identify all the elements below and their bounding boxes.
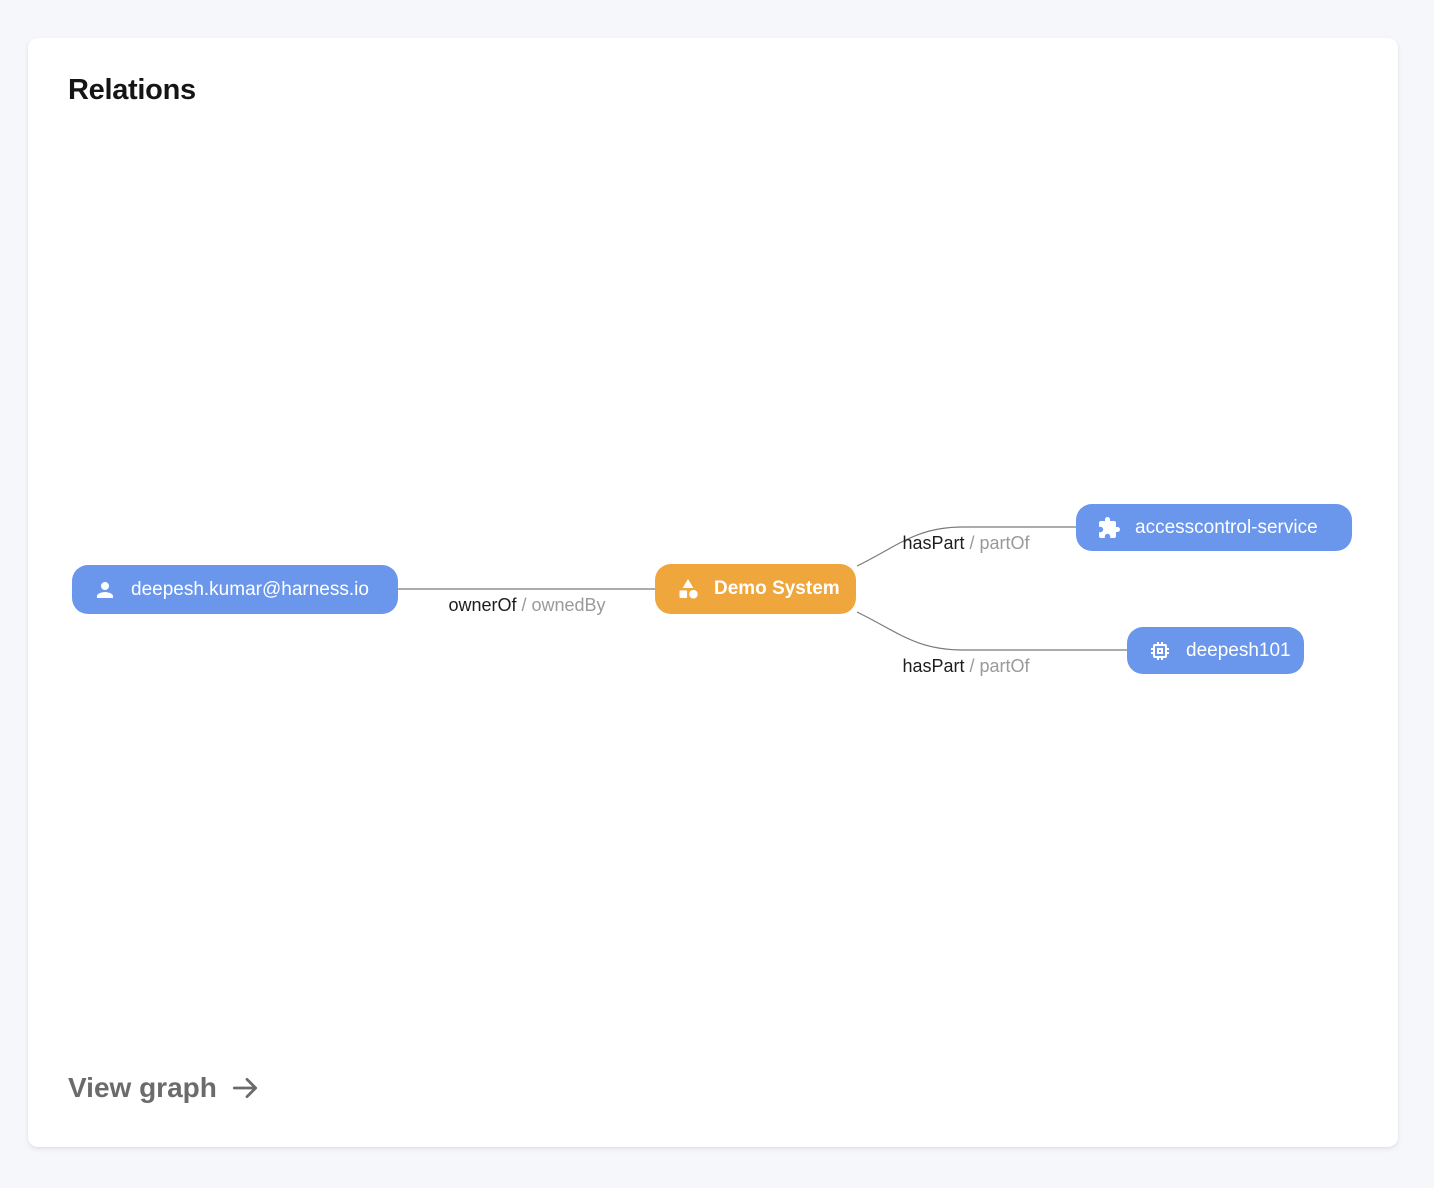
edge-line-haspart-bottom bbox=[856, 611, 1127, 651]
relations-card: Relations deepesh.kumar@harness.io Demo … bbox=[28, 38, 1398, 1147]
node-label: Demo System bbox=[714, 578, 840, 599]
node-label: deepesh101 bbox=[1186, 639, 1291, 661]
inverse-relation-text: partOf bbox=[979, 533, 1030, 553]
category-icon bbox=[676, 577, 700, 601]
memory-icon bbox=[1148, 639, 1172, 663]
edge-label-haspart-top: hasPart / partOf bbox=[902, 532, 1029, 555]
node-label: deepesh.kumar@harness.io bbox=[131, 578, 369, 600]
relation-separator: / bbox=[964, 656, 980, 676]
edge-label-haspart-bottom: hasPart / partOf bbox=[902, 655, 1029, 678]
relation-separator: / bbox=[964, 533, 980, 553]
relations-edges bbox=[398, 526, 1127, 651]
edge-line-haspart-top bbox=[856, 526, 1077, 567]
person-icon bbox=[93, 578, 117, 602]
relation-separator: / bbox=[516, 595, 532, 615]
inverse-relation-text: ownedBy bbox=[531, 595, 606, 615]
arrow-right-icon bbox=[229, 1072, 261, 1104]
extension-icon bbox=[1097, 516, 1121, 540]
card-title: Relations bbox=[68, 74, 196, 106]
edge-label-owner: ownerOf / ownedBy bbox=[448, 594, 605, 617]
node-deepesh101[interactable]: deepesh101 bbox=[1127, 627, 1304, 674]
view-graph-link[interactable]: View graph bbox=[68, 1072, 261, 1104]
node-user[interactable]: deepesh.kumar@harness.io bbox=[72, 565, 398, 614]
node-accesscontrol-service[interactable]: accesscontrol-service bbox=[1076, 504, 1352, 551]
view-graph-label: View graph bbox=[68, 1072, 217, 1103]
node-demo-system[interactable]: Demo System bbox=[655, 564, 856, 614]
node-label: accesscontrol-service bbox=[1135, 516, 1318, 538]
inverse-relation-text: partOf bbox=[979, 656, 1030, 676]
relation-text: hasPart bbox=[902, 656, 965, 676]
relation-text: ownerOf bbox=[448, 595, 517, 615]
relation-text: hasPart bbox=[902, 533, 965, 553]
